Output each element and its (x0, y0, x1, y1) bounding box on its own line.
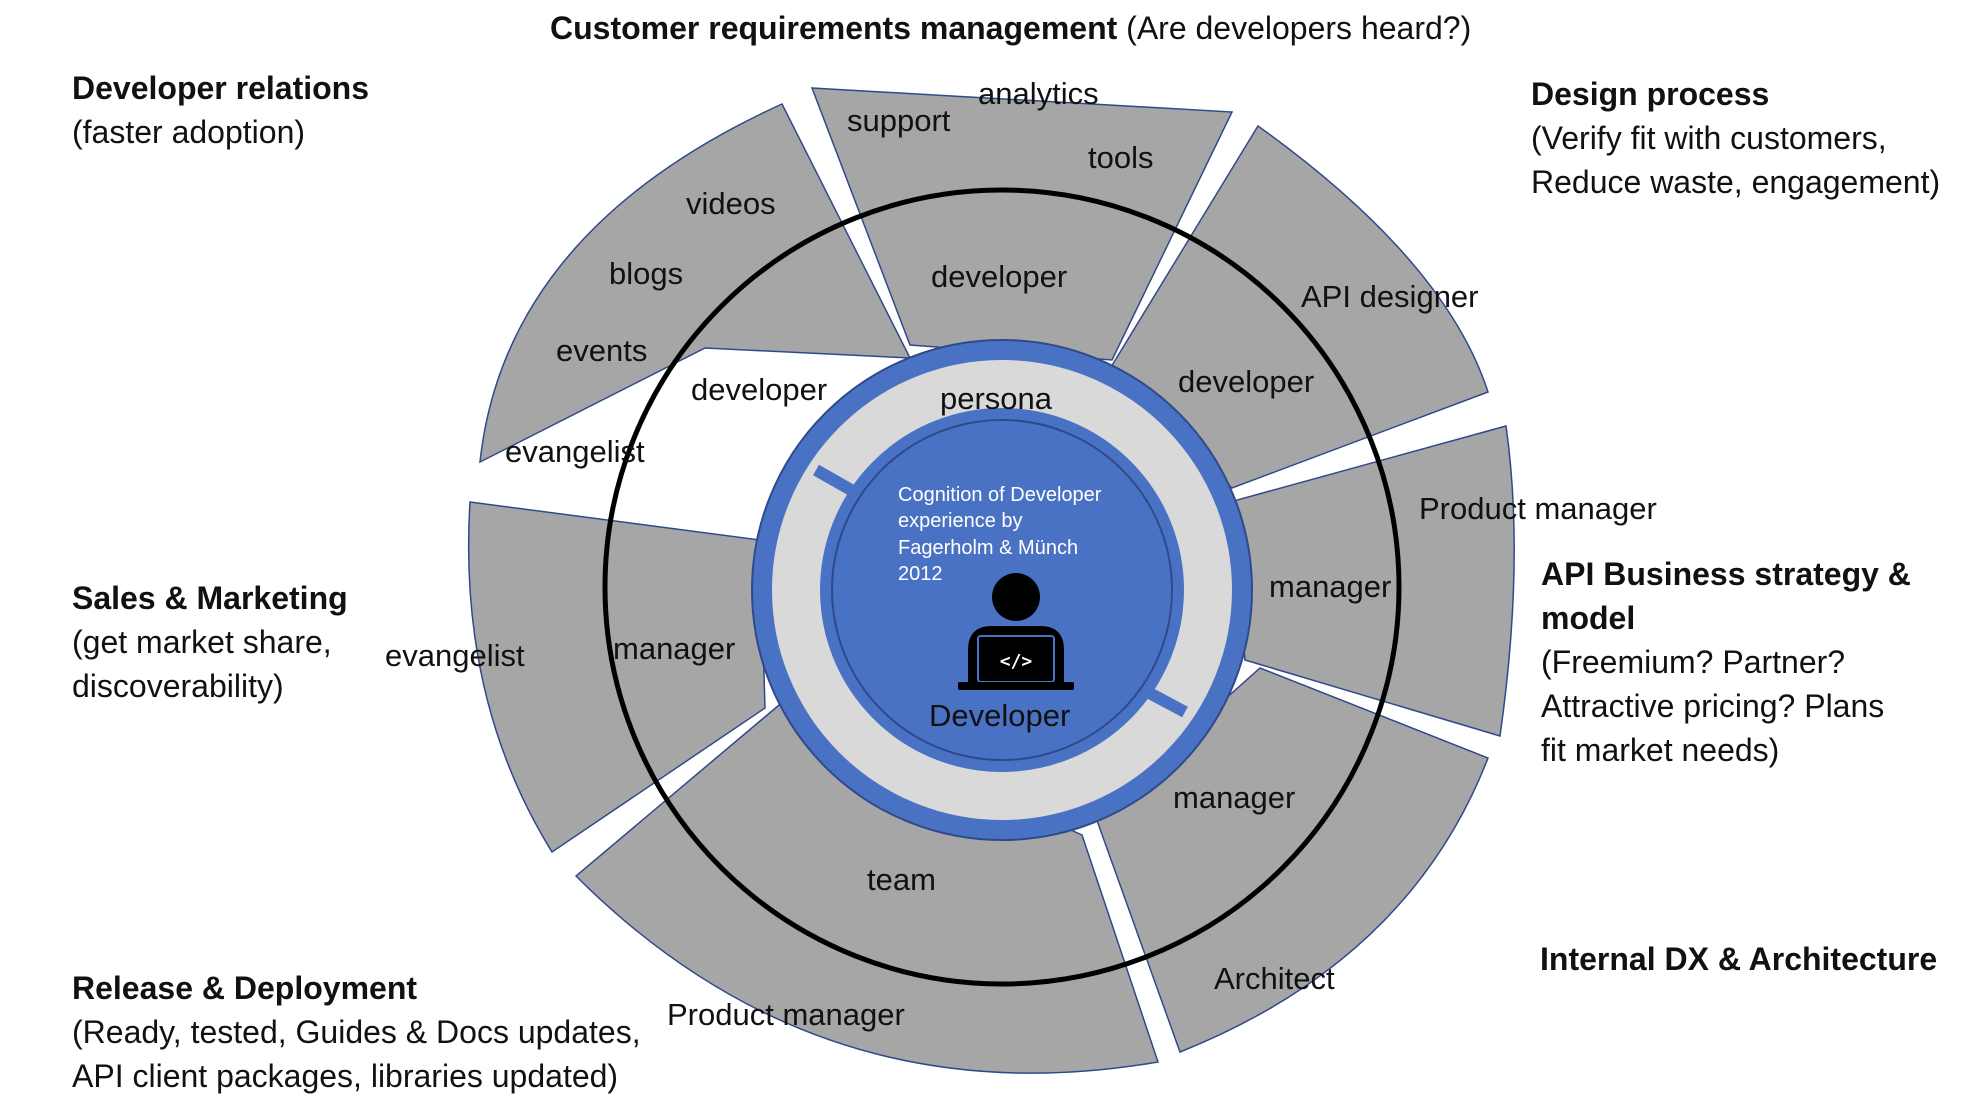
label-analytics: analytics (978, 76, 1099, 111)
developer-laptop-icon: </> (958, 573, 1074, 690)
label-architect: Architect (1214, 961, 1335, 996)
caption-customer-requirements: Customer requirements management (Are de… (550, 6, 1471, 50)
segment-developer-relations (479, 103, 912, 464)
caption-release-deployment-title: Release & Deployment (72, 970, 418, 1006)
caption-design-process-line-1: (Verify fit with customers, (1531, 120, 1887, 156)
caption-api-business-strategy: API Business strategy & model (Freemium?… (1541, 552, 1911, 772)
label-product-manager-bottom: Product manager (667, 997, 905, 1032)
caption-release-deployment: Release & Deployment (Ready, tested, Gui… (72, 966, 641, 1098)
caption-api-business-title-1: API Business strategy & (1541, 556, 1911, 592)
caption-design-process-title: Design process (1531, 76, 1770, 112)
segment-customer-requirements (810, 87, 1234, 361)
caption-sales-marketing-title: Sales & Marketing (72, 580, 348, 616)
caption-api-business-line-3: fit market needs) (1541, 732, 1780, 768)
label-evangelist-upper: evangelist (505, 434, 645, 469)
cognition-line-2: experience by (898, 510, 1023, 532)
caption-customer-requirements-title: Customer requirements management (550, 10, 1118, 46)
label-videos: videos (686, 186, 776, 221)
label-tools: tools (1088, 140, 1153, 175)
caption-developer-relations-line-1: (faster adoption) (72, 114, 306, 150)
label-events: events (556, 333, 647, 368)
caption-api-business-title-2: model (1541, 600, 1636, 636)
caption-developer-relations: Developer relations (faster adoption) (72, 66, 369, 154)
label-product-manager-right: Product manager (1419, 491, 1657, 526)
caption-internal-dx-title: Internal DX & Architecture (1540, 941, 1938, 977)
segment-release-deployment (574, 699, 1159, 1074)
caption-api-business-line-1: (Freemium? Partner? (1541, 644, 1846, 680)
cognition-line-3: Fagerholm & Münch (898, 537, 1078, 559)
label-evangelist-left: evangelist (385, 638, 525, 673)
svg-text:</>: </> (1000, 651, 1033, 672)
label-blogs: blogs (609, 256, 683, 291)
persona-ring-gap-lower (1137, 682, 1188, 718)
label-support: support (847, 103, 951, 138)
caption-api-business-line-2: Attractive pricing? Plans (1541, 688, 1885, 724)
segment-api-business (1229, 425, 1515, 737)
caption-sales-marketing-line-1: (get market share, (72, 624, 332, 660)
label-api-designer: API designer (1301, 279, 1479, 314)
caption-design-process: Design process (Verify fit with customer… (1531, 72, 1940, 204)
black-ring (602, 187, 1402, 987)
label-developer-left: developer (691, 372, 827, 407)
caption-design-process-line-2: Reduce waste, engagement) (1531, 164, 1941, 200)
persona-label: persona (940, 381, 1053, 416)
caption-sales-marketing: Sales & Marketing (get market share, dis… (72, 576, 348, 708)
persona-ring (772, 360, 1232, 820)
persona-ring-gap-upper (813, 464, 863, 501)
cognition-line-4: 2012 (898, 563, 943, 585)
caption-internal-dx: Internal DX & Architecture (1540, 937, 1937, 981)
caption-customer-requirements-note: (Are developers heard?) (1117, 10, 1472, 46)
label-manager-lower: manager (1173, 780, 1295, 815)
label-manager-right: manager (1269, 569, 1391, 604)
label-developer-top: developer (931, 259, 1067, 294)
developer-center-label: Developer (929, 698, 1070, 733)
caption-release-deployment-line-2: API client packages, libraries updated) (72, 1058, 619, 1094)
label-manager-left: manager (613, 631, 735, 666)
cognition-line-1: Cognition of Developer (898, 484, 1102, 506)
caption-sales-marketing-line-2: discoverability) (72, 668, 284, 704)
label-team: team (867, 862, 936, 897)
label-developer-right: developer (1178, 364, 1314, 399)
segment-design-process (1107, 124, 1489, 489)
caption-developer-relations-title: Developer relations (72, 70, 369, 106)
caption-release-deployment-line-1: (Ready, tested, Guides & Docs updates, (72, 1014, 641, 1050)
